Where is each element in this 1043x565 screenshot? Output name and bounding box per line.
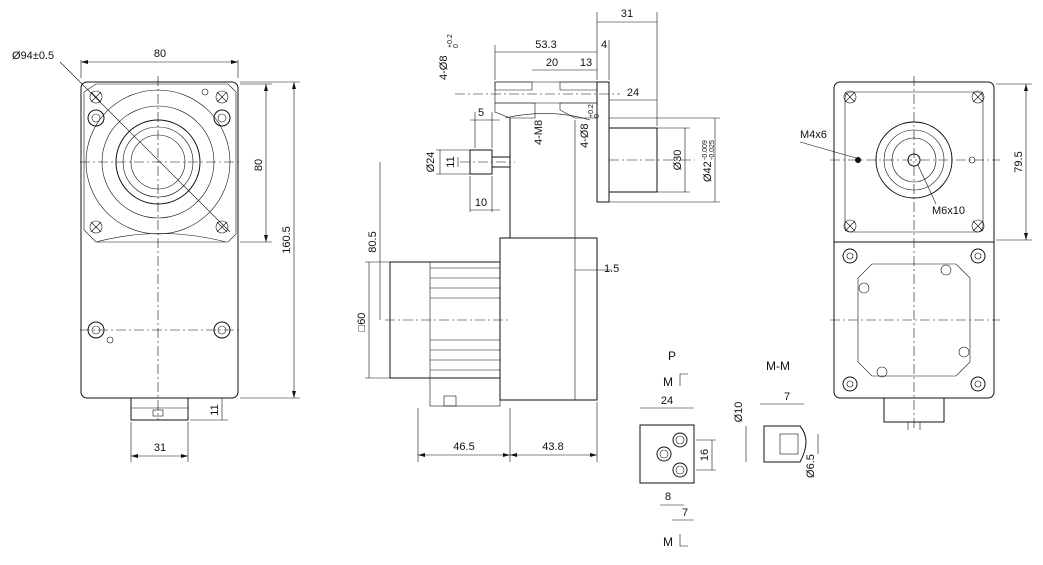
rear-view: M4x6 M6x10 79.5 bbox=[799, 76, 1032, 430]
hatched-shaft-section bbox=[494, 102, 536, 119]
rear-corner-holes bbox=[842, 90, 986, 392]
dim-p-16: 16 bbox=[699, 449, 711, 461]
front-slot bbox=[95, 233, 227, 243]
dim-hole-spec: 4-Ø8 bbox=[438, 56, 450, 80]
dim-4: 4 bbox=[601, 39, 607, 51]
dim-4m8: 4-M8 bbox=[533, 120, 545, 145]
dim-46-5: 46.5 bbox=[453, 441, 474, 453]
dia-42-tol-lower: -0.025 bbox=[709, 140, 716, 160]
dim-front-total-height: 160.5 bbox=[281, 226, 293, 254]
section-mark-bottom: M bbox=[663, 535, 673, 549]
hole-tol-lower: 0 bbox=[453, 44, 460, 48]
pcd-leader bbox=[59, 61, 231, 233]
gearbox-body bbox=[499, 237, 598, 401]
dim-mm-dia-6-5: Ø6.5 bbox=[805, 454, 817, 478]
rear-motor-flange bbox=[857, 263, 971, 377]
dim-front-pcd: Ø94±0.5 bbox=[12, 50, 54, 62]
dim-24: 24 bbox=[627, 87, 639, 99]
section-mm-title: M-M bbox=[766, 359, 790, 373]
dim-5: 5 bbox=[478, 107, 484, 119]
dim-mm-7: 7 bbox=[784, 391, 790, 403]
dim-dia-42: Ø42 bbox=[702, 161, 714, 182]
dim-hole2-spec: 4-Ø8 bbox=[579, 124, 591, 148]
dim-1-5: 1.5 bbox=[604, 263, 619, 275]
dim-front-shaft-height: 11 bbox=[209, 404, 221, 415]
label-m4x6: M4x6 bbox=[800, 129, 827, 141]
side-view: 31 4 53.3 20 13 24 4-Ø8 +0.2 0 4-M8 4-Ø8… bbox=[356, 8, 720, 462]
dim-front-width: 80 bbox=[154, 48, 166, 60]
dim-43-8: 43.8 bbox=[542, 441, 563, 453]
detail-p-title: P bbox=[668, 349, 676, 363]
dim-p-8: 8 bbox=[665, 491, 671, 503]
front-flange-outline bbox=[83, 83, 237, 243]
dim-front-flange-height: 80 bbox=[253, 159, 265, 171]
front-corner-holes bbox=[87, 88, 231, 344]
dim-10: 10 bbox=[475, 197, 487, 209]
section-mm-hatched bbox=[763, 425, 807, 463]
section-mm-view: M-M 7 Ø10 Ø6.5 bbox=[733, 359, 819, 478]
dim-square-60: □60 bbox=[356, 313, 368, 332]
dim-13: 13 bbox=[580, 57, 592, 69]
dim-mm-dia-10: Ø10 bbox=[733, 402, 745, 423]
dim-p-7: 7 bbox=[682, 507, 688, 519]
hole2-tol-lower: 0 bbox=[594, 114, 601, 118]
hole-tol-upper: +0.2 bbox=[447, 34, 454, 48]
dim-rear-79-5: 79.5 bbox=[1013, 151, 1025, 172]
section-mark-top: M bbox=[663, 375, 673, 389]
front-view: 80 Ø94±0.5 80 160.5 11 31 bbox=[12, 48, 300, 462]
dim-20: 20 bbox=[546, 57, 558, 69]
dia-42-tol-upper: -0.009 bbox=[702, 140, 709, 160]
dim-p-24: 24 bbox=[661, 395, 673, 407]
dim-31: 31 bbox=[621, 8, 633, 20]
detail-p-block bbox=[639, 424, 695, 484]
dim-80-5: 80.5 bbox=[367, 231, 379, 252]
dim-53-3: 53.3 bbox=[535, 39, 556, 51]
dim-front-shaft-width: 31 bbox=[154, 442, 166, 454]
detail-p-view: P M 24 16 8 7 M bbox=[639, 349, 716, 549]
dim-11: 11 bbox=[445, 156, 457, 167]
dim-dia-24: Ø24 bbox=[425, 152, 437, 173]
hole2-tol-upper: +0.2 bbox=[588, 104, 595, 118]
label-m6x10: M6x10 bbox=[932, 205, 965, 217]
output-flange bbox=[596, 81, 610, 203]
dim-dia-30: Ø30 bbox=[672, 150, 684, 171]
front-shaft-stub bbox=[130, 397, 189, 421]
